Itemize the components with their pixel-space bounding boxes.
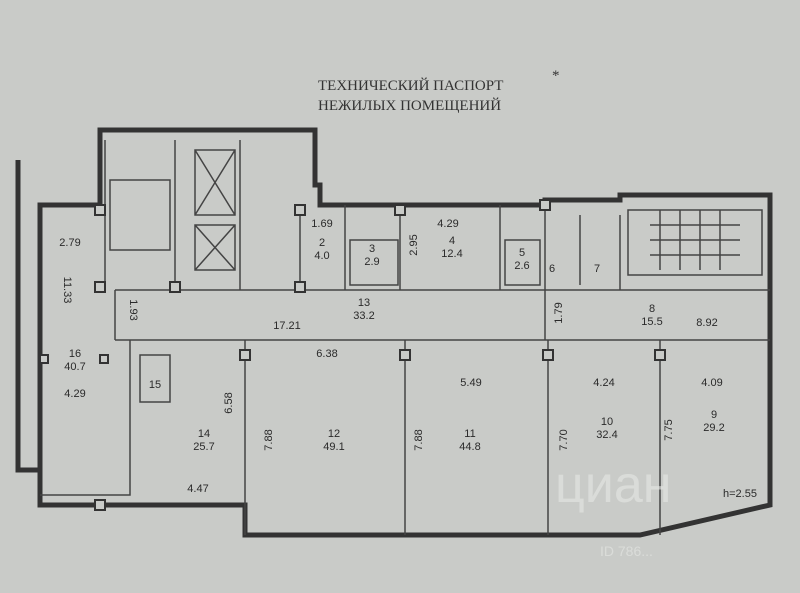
room-area: 2.6	[514, 260, 529, 272]
room-number: 10	[601, 416, 613, 428]
watermark-id: ID 786...	[600, 543, 653, 559]
room-area: 25.7	[193, 441, 214, 453]
room-area: 4.0	[314, 250, 329, 262]
title-asterisk: *	[552, 68, 560, 84]
title-line-1: ТЕХНИЧЕСКИЙ ПАСПОРТ	[318, 77, 503, 94]
room-area: 49.1	[323, 441, 344, 453]
dimension: 2.79	[59, 237, 80, 249]
dimensions: 1.69 4.29 2.95 2.79 11.33 1.93 17.21 6.3…	[59, 218, 757, 500]
room-area: 40.7	[64, 361, 85, 373]
dimension: 4.24	[593, 377, 614, 389]
room-number: 3	[369, 243, 375, 255]
ceiling-height: h=2.55	[723, 488, 757, 500]
room-area: 33.2	[353, 310, 374, 322]
dimension: 6.58	[223, 392, 235, 413]
room-area: 2.9	[364, 256, 379, 268]
room-number: 9	[711, 409, 717, 421]
dimension: 5.49	[460, 377, 481, 389]
dimension: 4.29	[64, 388, 85, 400]
dimension: 7.70	[558, 429, 570, 450]
room-area: 12.4	[441, 248, 462, 260]
room-number: 6	[549, 263, 555, 275]
room-number: 2	[319, 237, 325, 249]
dimension: 4.47	[187, 483, 208, 495]
room-area: 32.4	[596, 429, 617, 441]
dimension: 17.21	[273, 320, 301, 332]
room-area: 29.2	[703, 422, 724, 434]
title: ТЕХНИЧЕСКИЙ ПАСПОРТ * НЕЖИЛЫХ ПОМЕЩЕНИЙ	[318, 68, 560, 114]
room-number: 14	[198, 428, 210, 440]
room-number: 11	[464, 428, 475, 440]
room-area: 44.8	[459, 441, 480, 453]
room-number: 7	[594, 263, 600, 275]
dimension: 1.69	[311, 218, 332, 230]
room-number: 8	[649, 303, 655, 315]
dimension: 4.09	[701, 377, 722, 389]
dimension: 1.93	[127, 299, 139, 320]
room-area: 15.5	[641, 316, 662, 328]
dimension: 7.88	[413, 429, 425, 450]
room-number: 16	[69, 348, 81, 360]
room-number: 13	[358, 297, 370, 309]
dimension: 11.33	[61, 277, 73, 304]
dimension: 7.75	[663, 419, 675, 440]
dimension: 7.88	[263, 429, 275, 450]
watermark-logo: циан	[555, 456, 671, 514]
dimension: 2.95	[408, 234, 420, 255]
title-line-2: НЕЖИЛЫХ ПОМЕЩЕНИЙ	[318, 97, 501, 114]
room-number: 12	[328, 428, 340, 440]
room-labels: 24.0 32.9 412.4 52.6 6 7 815.5 929.2 103…	[64, 235, 724, 453]
walls	[15, 127, 773, 538]
dimension: 4.29	[437, 218, 458, 230]
room-number: 4	[449, 235, 455, 247]
dimension: 8.92	[696, 317, 717, 329]
dimension: 1.79	[553, 302, 565, 323]
room-number: 15	[149, 379, 161, 391]
watermark: циан ID 786...	[555, 456, 671, 559]
room-number: 5	[519, 247, 525, 259]
dimension: 6.38	[316, 348, 337, 360]
